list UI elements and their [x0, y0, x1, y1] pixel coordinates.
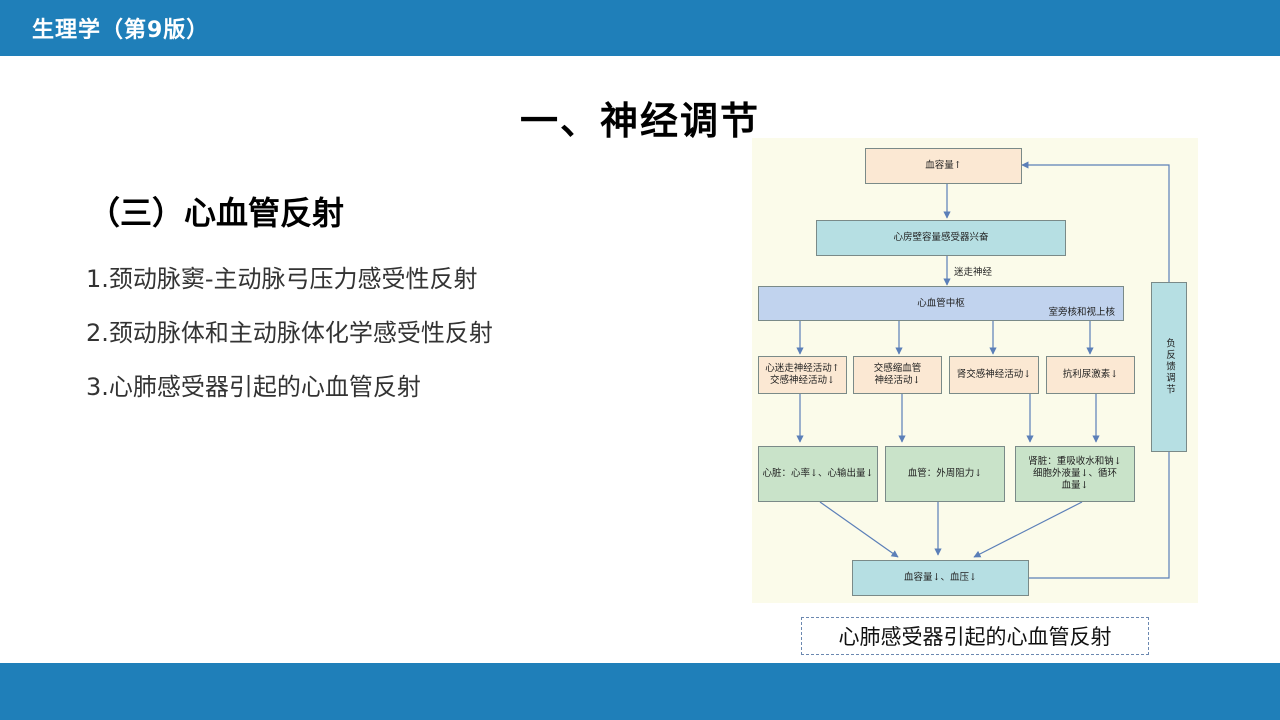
- negative-feedback-box: 负反馈调节: [1151, 282, 1187, 452]
- diagram-arrows: [796, 161, 1170, 579]
- slide-title: 一、神经调节: [519, 99, 760, 143]
- vessel-effect-line-1: 交感缩血管: [873, 363, 922, 374]
- reflex-list: 1.颈动脉窦-主动脉弓压力感受性反射 2.颈动脉体和主动脉体化学感受性反射 3.…: [86, 262, 493, 424]
- atrial-receptor-box: 心房壁容量感受器兴奋: [816, 220, 1066, 256]
- cardiac-effect-line-1: 心迷走神经活动↑: [765, 363, 840, 374]
- heart-result-box: 心脏：心率↓、心输出量↓: [758, 446, 878, 502]
- cv-center-label: 心血管中枢: [917, 297, 965, 309]
- kidney-result-line-2: 细胞外液量↓、循环: [1033, 468, 1117, 479]
- list-item: 1.颈动脉窦-主动脉弓压力感受性反射: [86, 265, 478, 293]
- footer-bar: [0, 663, 1280, 720]
- vessel-effect-line-2: 神经活动↓: [874, 375, 921, 386]
- vagus-nerve-label: 迷走神经: [954, 267, 993, 278]
- negative-feedback-label: 负反馈调节: [1164, 338, 1175, 396]
- list-item: 3.心肺感受器引起的心血管反射: [86, 373, 421, 401]
- nuclei-label: 室旁核和视上核: [1048, 307, 1115, 318]
- renal-sympathetic-box: 肾交感神经活动↓: [949, 356, 1039, 394]
- cardiac-nerve-effect-box: 心迷走神经活动↑ 交感神经活动↓: [758, 356, 847, 394]
- section-subtitle: （三）心血管反射: [88, 194, 345, 232]
- header-bar: 生理学（第9版）: [0, 0, 1280, 56]
- cv-center-box: 心血管中枢 室旁核和视上核: [758, 286, 1124, 321]
- kidney-result-line-1: 肾脏：重吸收水和钠↓: [1028, 456, 1122, 467]
- vessel-result-box: 血管：外周阻力↓: [885, 446, 1005, 502]
- list-item: 2.颈动脉体和主动脉体化学感受性反射: [86, 319, 493, 347]
- kidney-result-line-3: 血量↓: [1061, 480, 1089, 491]
- adh-box: 抗利尿激素↓: [1046, 356, 1135, 394]
- vasoconstrictor-effect-box: 交感缩血管 神经活动↓: [853, 356, 942, 394]
- kidney-result-box: 肾脏：重吸收水和钠↓ 细胞外液量↓、循环 血量↓: [1015, 446, 1135, 502]
- figure-caption: 心肺感受器引起的心血管反射: [801, 617, 1149, 655]
- cardiac-effect-line-2: 交感神经活动↓: [770, 375, 835, 386]
- final-result-box: 血容量↓、血压↓: [852, 560, 1029, 596]
- reflex-flow-diagram: 血容量↑ 心房壁容量感受器兴奋 迷走神经 心血管中枢 室旁核和视上核 心迷走神经…: [752, 138, 1198, 603]
- blood-volume-up-box: 血容量↑: [865, 148, 1022, 184]
- book-title: 生理学（第9版）: [32, 18, 210, 43]
